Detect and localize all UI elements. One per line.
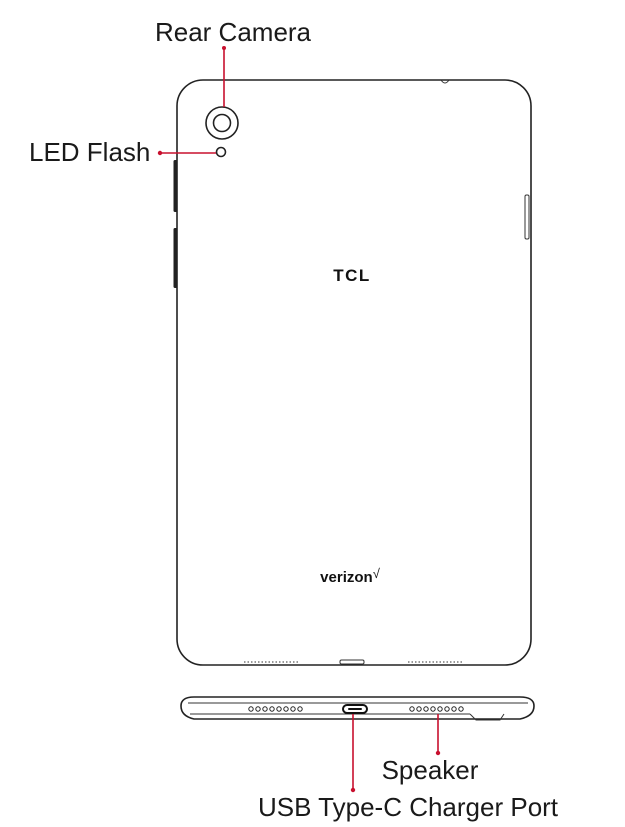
- rear-camera-outer-ring: [205, 106, 239, 140]
- bottom-edge-port-mark: [339, 659, 365, 665]
- verizon-check-icon: √: [373, 566, 381, 581]
- speaker-hole: [248, 706, 254, 712]
- speaker-hole: [437, 706, 443, 712]
- verizon-logo: verizon√: [320, 566, 381, 586]
- callout-led-flash: LED Flash: [29, 137, 216, 167]
- rear-camera-leader-dot: [222, 46, 226, 50]
- callout-rear-camera: Rear Camera: [155, 17, 312, 107]
- speaker-hole: [444, 706, 450, 712]
- bottom-edge-outline: [180, 696, 535, 720]
- usb-port-label: USB Type-C Charger Port: [258, 792, 559, 822]
- speaker-grille-right: [409, 706, 464, 712]
- usb-c-port-tongue: [348, 708, 362, 710]
- verizon-wordmark: verizon: [320, 569, 373, 586]
- speaker-hole: [458, 706, 464, 712]
- speaker-grille-left: [248, 706, 303, 712]
- tcl-logo: TCL: [333, 266, 371, 285]
- tablet-bottom-edge: [180, 696, 535, 721]
- speaker-hole: [423, 706, 429, 712]
- speaker-hole: [297, 706, 303, 712]
- led-flash-label: LED Flash: [29, 137, 150, 167]
- speaker-hole: [269, 706, 275, 712]
- speaker-hole: [430, 706, 436, 712]
- speaker-hole: [276, 706, 282, 712]
- speaker-hole: [451, 706, 457, 712]
- speaker-hole: [262, 706, 268, 712]
- tablet-body-outline: [176, 79, 532, 666]
- rear-camera-label: Rear Camera: [155, 17, 312, 47]
- speaker-hole: [255, 706, 261, 712]
- top-mic-notch: [440, 79, 450, 84]
- speaker-hole: [409, 706, 415, 712]
- tablet-back: TCL verizon√: [173, 79, 532, 666]
- speaker-hole: [290, 706, 296, 712]
- callout-usb-port: USB Type-C Charger Port: [258, 714, 559, 822]
- bottom-edge-step-detail: [469, 713, 505, 721]
- speaker-hole: [416, 706, 422, 712]
- led-flash-leader-dot: [157, 150, 163, 156]
- led-flash-icon: [215, 146, 227, 158]
- speaker-hole: [283, 706, 289, 712]
- left-side-button-lower: [173, 228, 178, 288]
- right-side-power-button: [524, 194, 530, 240]
- left-side-button-upper: [173, 160, 178, 212]
- speaker-leader-dot: [435, 750, 441, 756]
- callout-speaker: Speaker: [382, 714, 479, 785]
- usb-port-leader-dot: [350, 787, 356, 793]
- rear-camera-lens: [212, 113, 232, 133]
- speaker-label: Speaker: [382, 755, 479, 785]
